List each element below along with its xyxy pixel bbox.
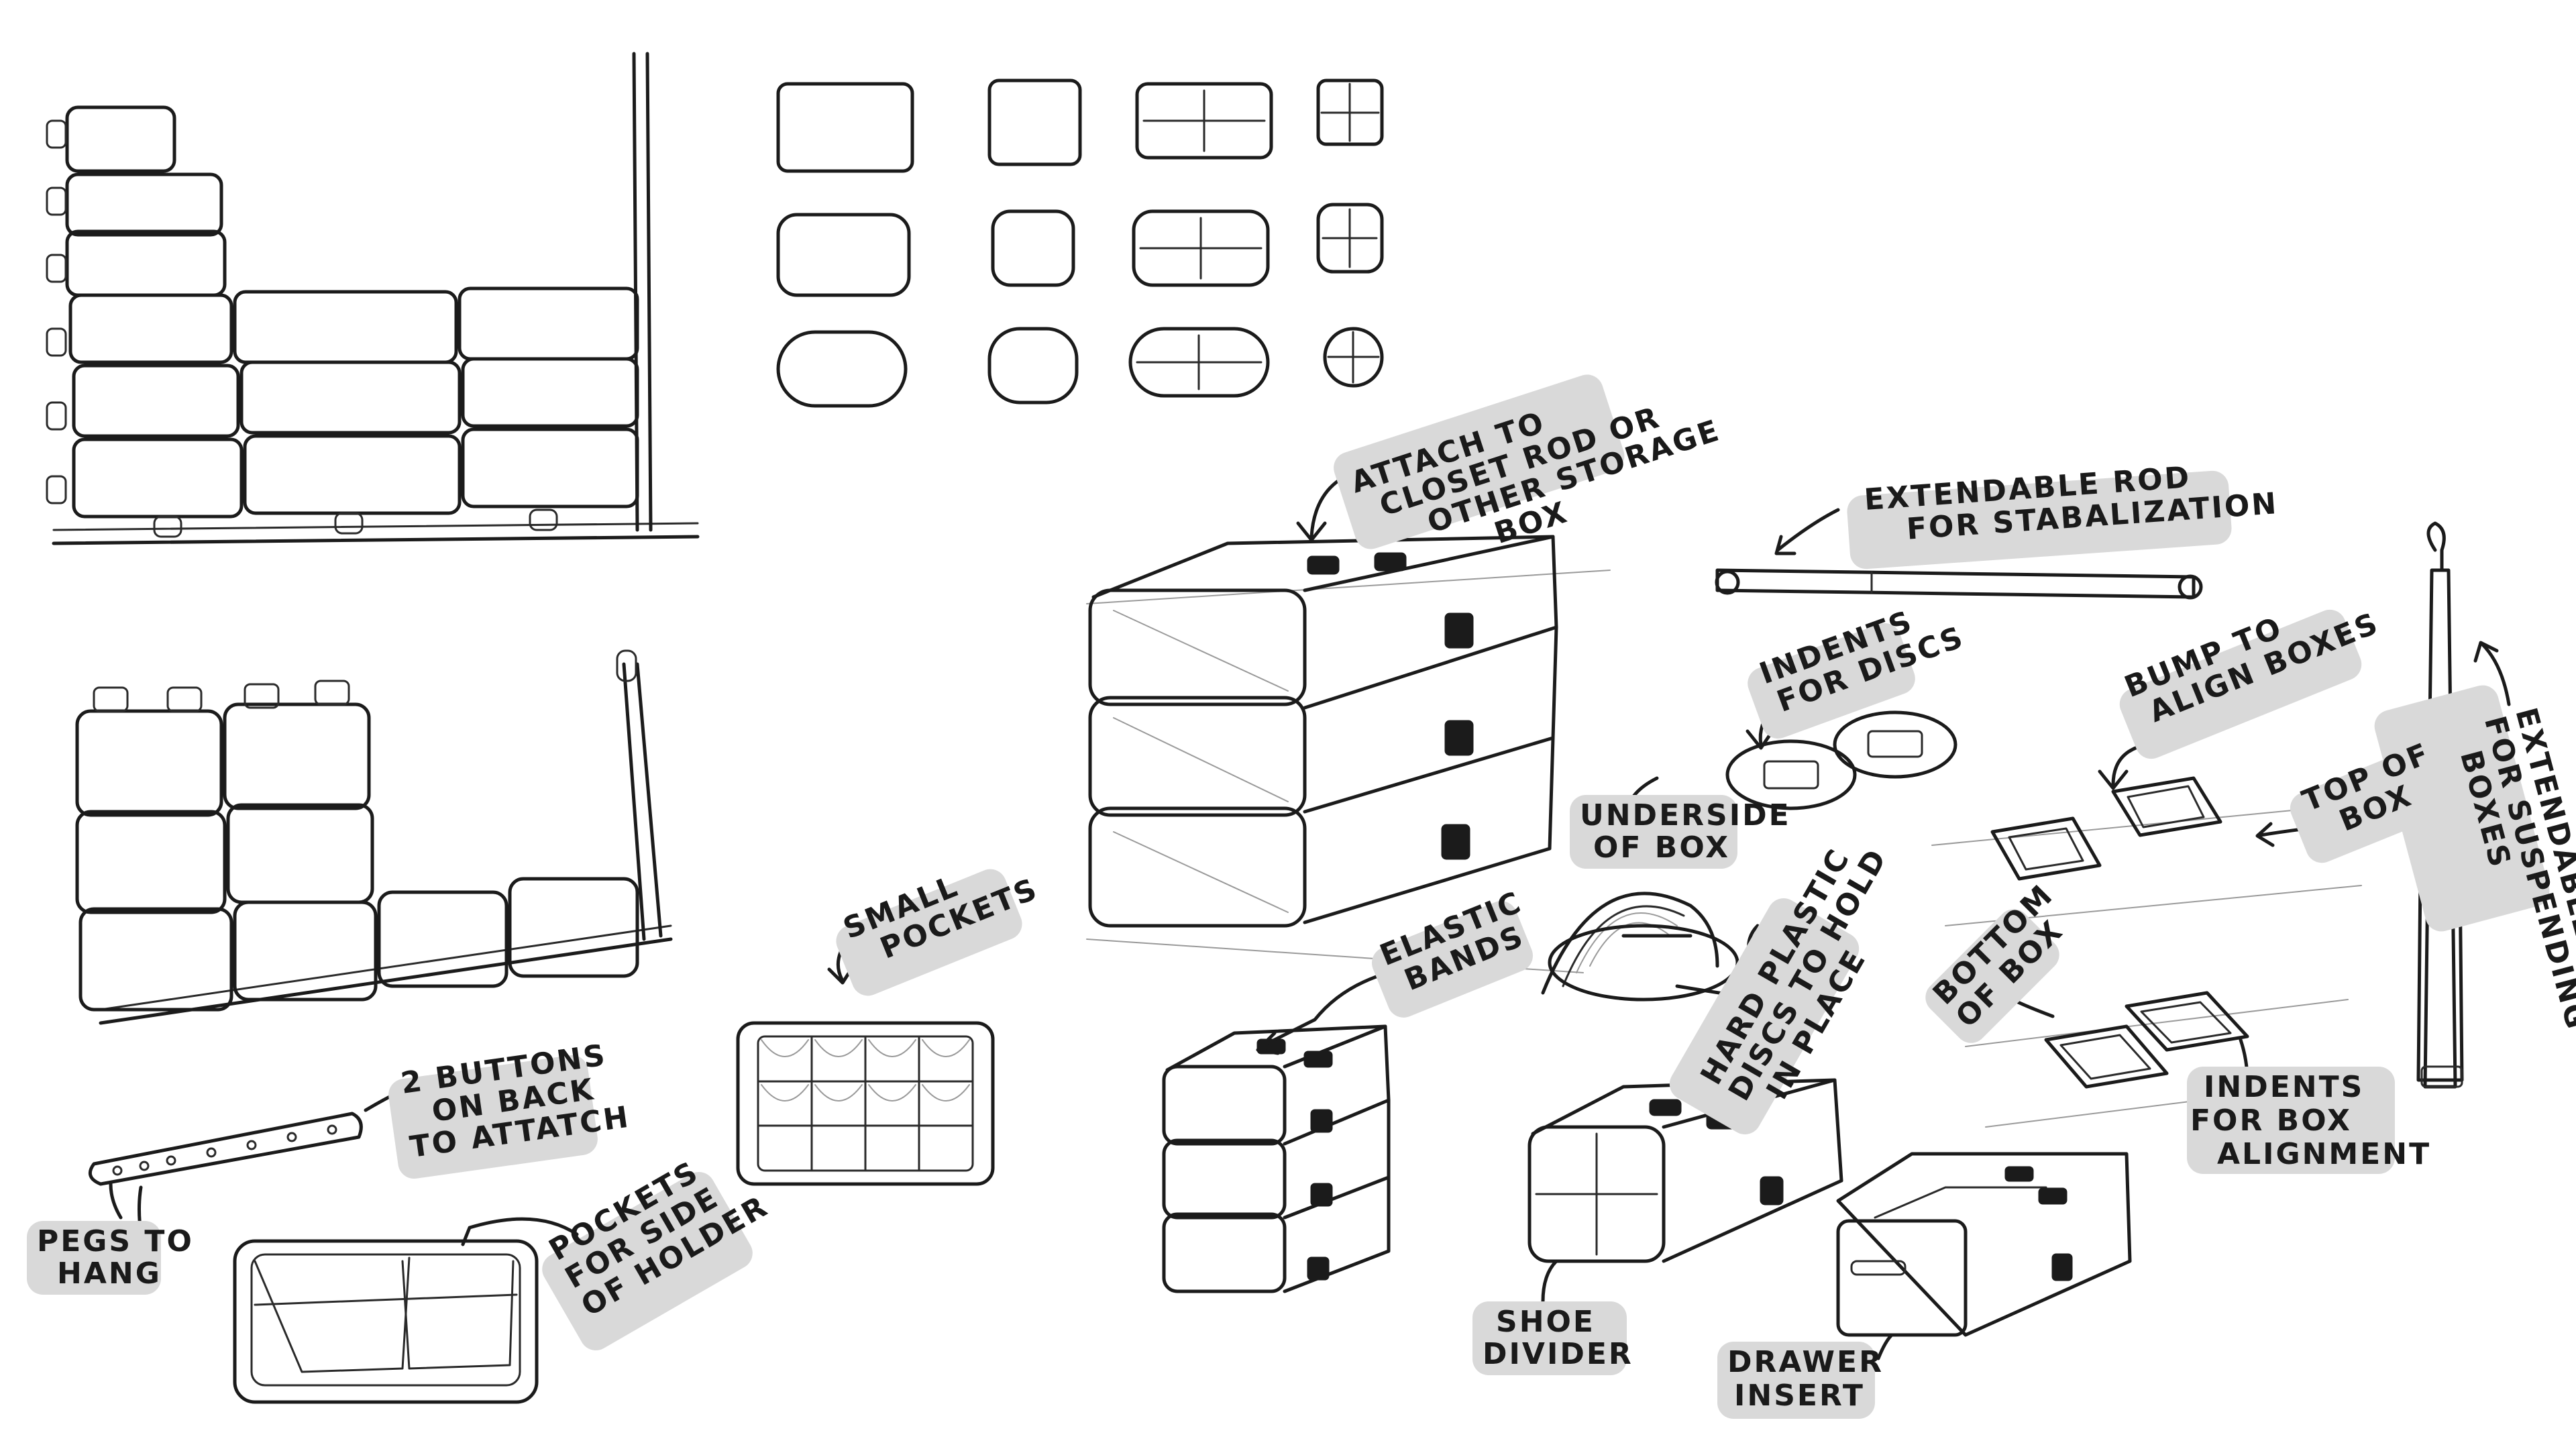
label-pegs-to-hang: PEGS TO HANG bbox=[37, 1224, 206, 1291]
extendable-rod-horizontal bbox=[1715, 568, 2203, 600]
drawer-insert-box bbox=[1836, 1152, 2132, 1337]
wall-holder-grid-bottom bbox=[75, 649, 673, 1025]
arrows bbox=[109, 468, 2511, 1360]
elastic-band bbox=[1541, 892, 1739, 1002]
label-drawer-insert: DRAWER INSERT bbox=[1727, 1345, 1896, 1413]
box-top-plates bbox=[1931, 776, 2362, 926]
side-pocket-holder bbox=[233, 1239, 539, 1404]
label-indents-for-box-alignment: INDENTS FOR BOX ALIGNMENT bbox=[2190, 1070, 2431, 1171]
disc-indents bbox=[1725, 710, 1957, 810]
shoe-divider-box bbox=[1527, 1078, 1843, 1263]
label-attach: ATTACH TO CLOSET ROD OR OTHER STORAGE BO… bbox=[1347, 351, 1746, 588]
wall-holder-grid-top bbox=[46, 52, 700, 545]
label-backgrounds bbox=[27, 374, 2550, 1419]
label-shoe-divider: SHOE DIVIDER bbox=[1483, 1305, 1633, 1371]
stacked-boxes-small bbox=[1162, 1024, 1391, 1293]
small-pockets-panel bbox=[736, 1021, 995, 1186]
peg-strip bbox=[88, 1112, 363, 1186]
label-2-buttons: 2 BUTTONS ON BACK TO ATTATCH bbox=[398, 1036, 632, 1165]
stacked-boxes-large bbox=[1086, 535, 1611, 973]
label-underside-of-box: UNDERSIDE OF BOX bbox=[1580, 798, 1803, 865]
box-shape-variations bbox=[776, 78, 1384, 408]
